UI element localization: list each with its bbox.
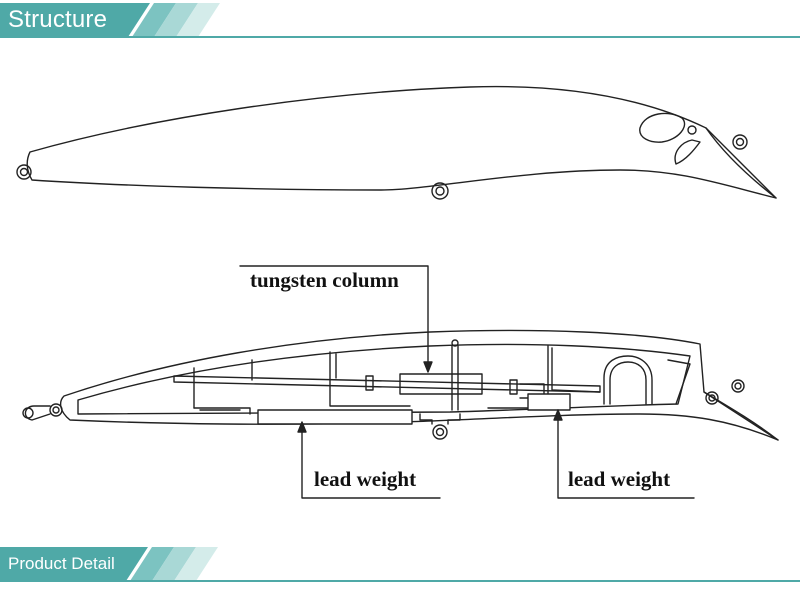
structure-banner: Structure	[0, 3, 800, 38]
banner-rule	[0, 36, 800, 38]
structure-tab: Structure	[0, 3, 150, 37]
product-detail-tab: Product Detail	[0, 547, 148, 581]
label-lead-weight-left: lead weight	[314, 467, 416, 491]
lure-cutaway-bottom	[22, 329, 779, 441]
label-lead-weight-right: lead weight	[568, 467, 670, 491]
product-detail-title: Product Detail	[8, 554, 115, 573]
label-leaders	[239, 265, 695, 499]
banner-rule	[0, 580, 800, 582]
lure-outline-top	[16, 85, 777, 200]
label-tungsten-column: tungsten column	[250, 268, 399, 292]
structure-title: Structure	[8, 6, 108, 33]
product-detail-banner: Product Detail	[0, 547, 800, 582]
